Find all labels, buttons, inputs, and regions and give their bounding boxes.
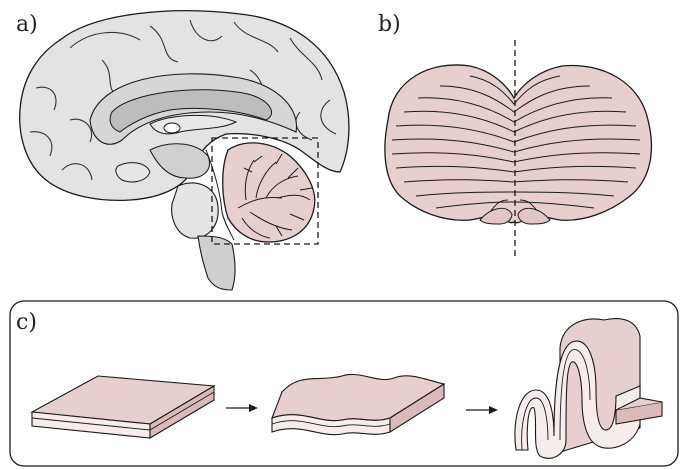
arrow-2 xyxy=(466,406,498,414)
pons xyxy=(172,183,219,238)
cerebellum xyxy=(223,143,315,242)
slab-flat xyxy=(32,376,214,438)
cerebellum-posterior-outline xyxy=(385,65,652,223)
thalamus xyxy=(164,123,180,133)
cerebellum-posterior xyxy=(385,40,652,258)
optic-region xyxy=(116,163,150,182)
slab-wavy xyxy=(272,374,444,434)
slab-folded xyxy=(515,319,662,459)
arrow-1 xyxy=(226,404,258,412)
brain-sagittal xyxy=(20,11,349,290)
